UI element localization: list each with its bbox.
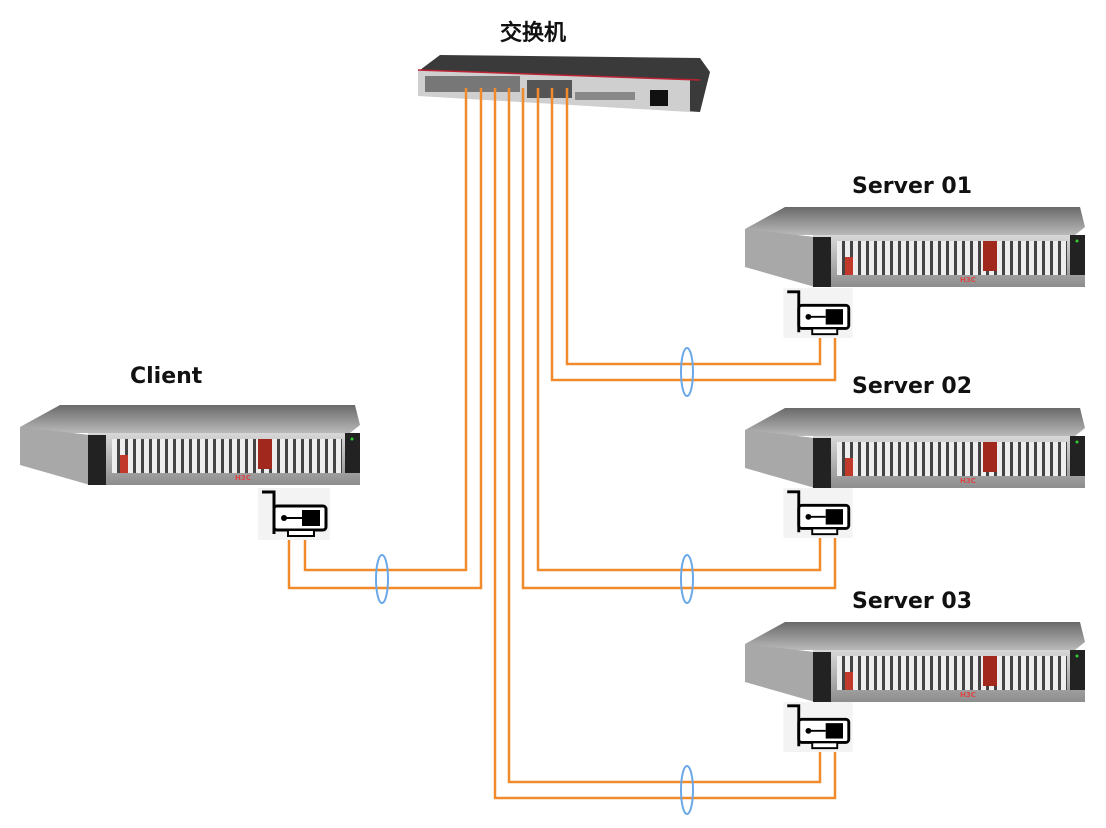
link-aggregation-client [375, 554, 389, 604]
cable-server02-a [536, 88, 822, 572]
switch [417, 55, 710, 112]
cable-server02-b [521, 88, 837, 590]
link-aggregation-server01 [680, 347, 694, 397]
switch-label: 交换机 [500, 20, 566, 46]
cable-server03-a [507, 88, 822, 784]
link-aggregation-server02 [680, 554, 694, 604]
cable-client-a [303, 88, 468, 572]
rj45-ports [527, 80, 572, 98]
client-nic-icon [258, 488, 330, 540]
cable-server03-b [493, 88, 837, 800]
server03 [745, 622, 1085, 702]
cable-client-b [287, 88, 483, 590]
server01 [745, 207, 1085, 287]
cables [287, 88, 837, 800]
sfp-ports [425, 76, 520, 92]
server03-nic-icon [782, 702, 854, 752]
client-server [20, 405, 360, 485]
server01-label: Server 01 [852, 174, 972, 199]
power-socket [650, 90, 668, 106]
server03-label: Server 03 [852, 589, 972, 614]
server02-nic-icon [782, 488, 854, 538]
link-aggregation-server03 [680, 765, 694, 815]
server01-nic-icon [782, 288, 854, 338]
client-label: Client [130, 364, 203, 389]
server02 [745, 408, 1085, 488]
server02-label: Server 02 [852, 374, 972, 399]
